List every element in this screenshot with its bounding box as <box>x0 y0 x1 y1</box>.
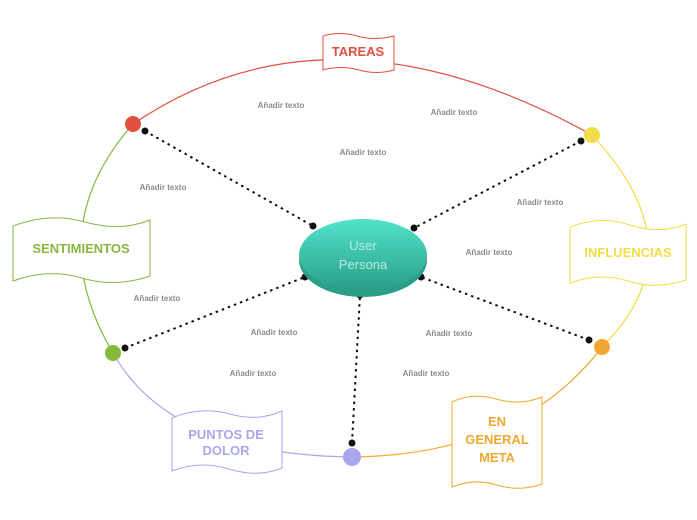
connector-influencias <box>413 140 582 229</box>
placeholder-text[interactable]: Añadir texto <box>140 183 187 192</box>
connector-dot <box>410 224 418 232</box>
connector-dot <box>348 439 356 447</box>
connector-dot <box>309 222 317 230</box>
node-sentimientos-label: SENTIMIENTOS <box>32 241 130 256</box>
connector-dot <box>121 344 129 352</box>
placeholder-text[interactable]: Añadir texto <box>431 108 478 117</box>
center-title-line2: Persona <box>339 257 388 272</box>
node-influencias[interactable]: INFLUENCIAS <box>569 220 687 286</box>
node-tareas-label: TAREAS <box>332 44 385 59</box>
placeholder-text[interactable]: Añadir texto <box>517 198 564 207</box>
connector-puntos <box>351 294 361 444</box>
placeholder-text[interactable]: Añadir texto <box>403 369 450 378</box>
placeholder-text[interactable]: Añadir texto <box>134 294 181 303</box>
placeholder-texts: Añadir texto Añadir texto Añadir texto A… <box>134 101 564 378</box>
connector-dot <box>577 137 585 145</box>
node-puntos-label-1: PUNTOS DE <box>188 427 264 442</box>
node-tareas[interactable]: TAREAS <box>322 33 395 73</box>
node-meta-label-2: GENERAL <box>465 432 529 447</box>
ring-node-puntos[interactable] <box>343 448 361 466</box>
node-puntos-label-2: DOLOR <box>203 443 251 458</box>
connector-dot <box>585 336 593 344</box>
connector-tareas <box>144 130 314 227</box>
node-en-general-meta[interactable]: EN GENERAL META <box>451 395 543 489</box>
placeholder-text[interactable]: Añadir texto <box>230 369 277 378</box>
node-meta-label-3: META <box>479 450 515 465</box>
node-sentimientos[interactable]: SENTIMIENTOS <box>12 217 151 284</box>
ring-node-sentimientos[interactable] <box>105 345 121 361</box>
placeholder-text[interactable]: Añadir texto <box>426 329 473 338</box>
center-title-line1: User <box>349 238 377 253</box>
node-puntos-de-dolor[interactable]: PUNTOS DE DOLOR <box>171 410 283 474</box>
connector-meta <box>420 276 590 341</box>
node-influencias-label: INFLUENCIAS <box>584 245 672 260</box>
ring-node-meta[interactable] <box>594 339 610 355</box>
placeholder-text[interactable]: Añadir texto <box>466 248 513 257</box>
center-node[interactable]: User Persona <box>299 219 427 297</box>
placeholder-text[interactable]: Añadir texto <box>251 328 298 337</box>
node-meta-label-1: EN <box>488 414 506 429</box>
connector-sentimientos <box>124 276 306 349</box>
connector-dot <box>141 127 149 135</box>
connectors <box>124 130 590 444</box>
placeholder-text[interactable]: Añadir texto <box>258 101 305 110</box>
ring-node-tareas[interactable] <box>125 116 141 132</box>
placeholder-text[interactable]: Añadir texto <box>340 148 387 157</box>
ring-node-influencias[interactable] <box>584 127 600 143</box>
